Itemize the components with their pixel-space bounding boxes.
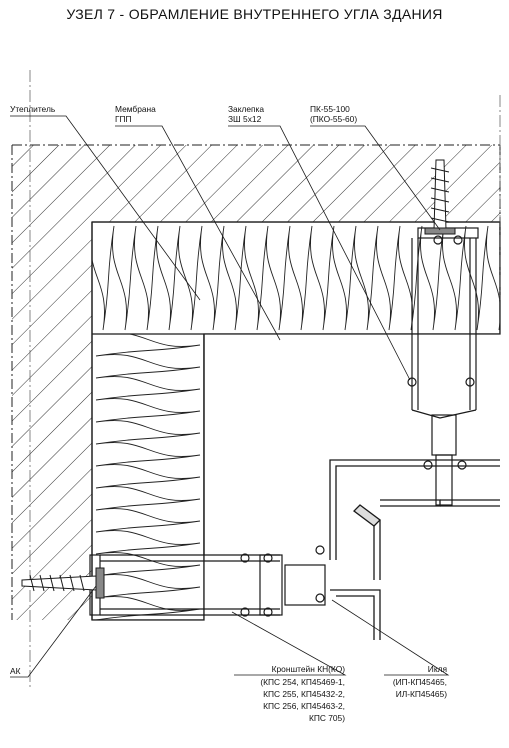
label-dowel-2: (ПКО-55-60) <box>310 114 357 124</box>
labels: Утеплитель Мембрана ГПП Заклепка ЗШ 5х12… <box>10 104 447 723</box>
cladding-profile <box>329 459 500 640</box>
label-bracket-5: КПС 705) <box>309 713 345 723</box>
label-profile-2: (ИП-КП45465, <box>393 677 447 687</box>
dowel-upper <box>424 159 456 235</box>
label-rivet-1: Заклепка <box>228 104 264 114</box>
wall-hatch <box>11 144 501 620</box>
anchor-lower <box>21 567 105 599</box>
insulation-top <box>92 222 500 334</box>
label-bracket-1: Кронштейн КН(КО) <box>272 664 346 674</box>
label-bracket-4: КПС 256, КП45463-2, <box>263 701 345 711</box>
label-anchor: АК <box>10 666 21 676</box>
label-insulation: Утеплитель <box>10 104 56 114</box>
label-profile-1: Икля <box>428 664 447 674</box>
label-profile-3: ИЛ-КП45465) <box>396 689 447 699</box>
lower-bracket <box>89 545 326 617</box>
insulation-left <box>92 334 204 620</box>
label-bracket-3: КПС 255, КП45432-2, <box>263 689 345 699</box>
label-dowel-1: ПК-55-100 <box>310 104 350 114</box>
drawing-title: УЗЕЛ 7 - ОБРАМЛЕНИЕ ВНУТРЕННЕГО УГЛА ЗДА… <box>66 6 443 22</box>
label-membrane-2: ГПП <box>115 114 132 124</box>
leader-lines <box>10 115 450 678</box>
label-bracket-2: (КПС 254, КП45469-1, <box>260 677 345 687</box>
label-rivet-2: ЗШ 5х12 <box>228 114 262 124</box>
label-membrane-1: Мембрана <box>115 104 156 114</box>
